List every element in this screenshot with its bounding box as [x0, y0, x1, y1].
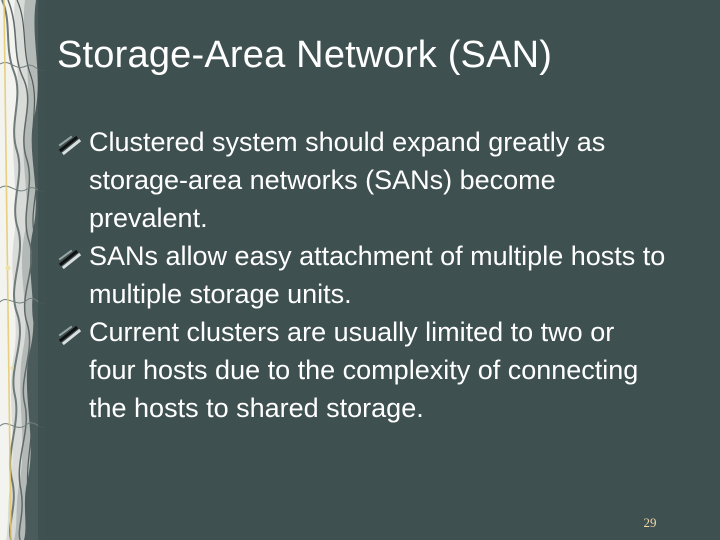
topographic-map-decoration [0, 0, 46, 540]
page-number: 29 [643, 515, 657, 530]
slide-title: Storage-Area Network (SAN) [57, 34, 553, 76]
bullet-item-2: SANs allow easy attachment of multiple h… [58, 237, 668, 313]
diagonal-stripe-bullet-icon [58, 325, 82, 345]
bullet-text-1: Clustered system should expand greatly a… [89, 127, 606, 233]
bullet-item-3: Current clusters are usually limited to … [58, 313, 668, 427]
bullet-item-1: Clustered system should expand greatly a… [58, 123, 668, 237]
bullet-list: Clustered system should expand greatly a… [58, 123, 668, 427]
bullet-text-3: Current clusters are usually limited to … [89, 317, 639, 423]
diagonal-stripe-bullet-icon [58, 249, 82, 269]
bullet-text-2: SANs allow easy attachment of multiple h… [89, 241, 666, 309]
diagonal-stripe-bullet-icon [58, 135, 82, 155]
